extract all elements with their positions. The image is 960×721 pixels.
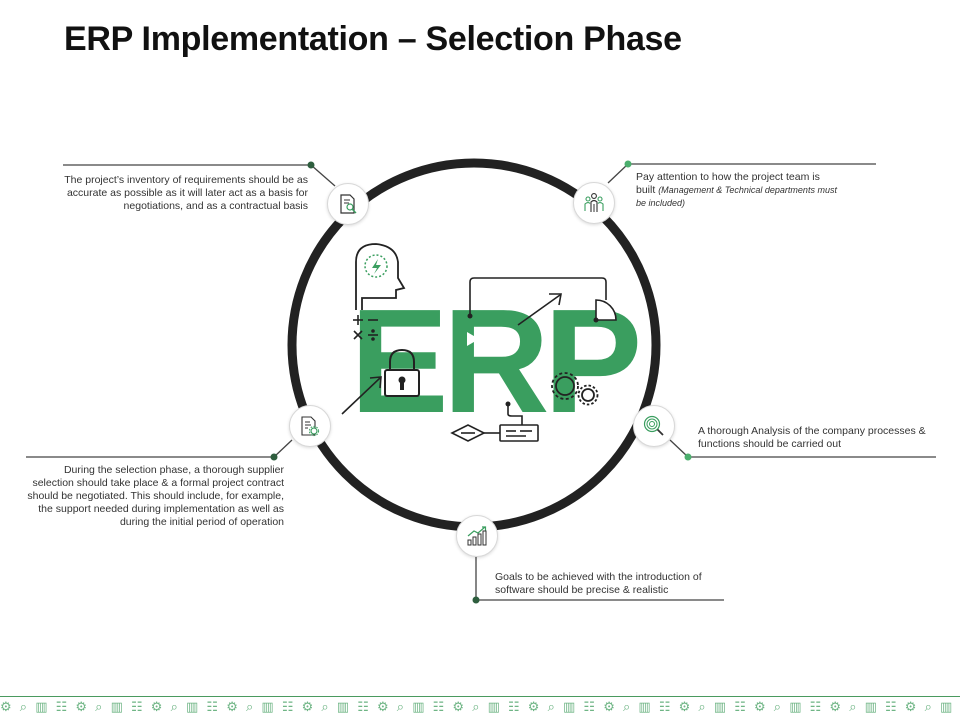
badge-top-left: [327, 183, 369, 225]
item-text-left: During the selection phase, a thorough s…: [27, 464, 284, 528]
contract-settings-icon: [301, 416, 320, 437]
growth-chart-icon: [467, 526, 487, 546]
erp-letters: ERP: [350, 279, 638, 444]
decorative-icon-strip: ⚙ ⌕ ▥ ☷ ⚙ ⌕ ▥ ☷ ⚙ ⌕ ▥ ☷ ⚙ ⌕ ▥ ☷ ⚙ ⌕ ▥ ☷ …: [0, 696, 960, 721]
flow-box: [499, 424, 539, 442]
circuit-line: [469, 277, 607, 316]
badge-bottom: [456, 515, 498, 557]
item-text-top-right-note: (Management & Technical departments must…: [636, 185, 837, 208]
team-icon: [584, 193, 604, 212]
item-text-top-right-main: Pay attention to how the project team is…: [636, 171, 820, 196]
connector-dot-top-right: [624, 160, 632, 168]
badge-right: [633, 405, 675, 447]
document-search-icon: [340, 194, 357, 214]
item-text-right: A thorough Analysis of the company proce…: [698, 425, 926, 450]
gears-icon: [551, 372, 599, 406]
connector-dot-bottom: [472, 596, 480, 604]
connector-bottom: [475, 557, 724, 601]
connector-left: [26, 439, 293, 458]
connector-dot-left: [270, 453, 278, 461]
item-text-top-right: Pay attention to how the project team is…: [636, 171, 840, 210]
play-icon: [467, 332, 479, 346]
item-text-top-left: The project’s inventory of requirements …: [64, 174, 308, 212]
connector-right: [669, 439, 936, 458]
lightning-icon: [372, 259, 381, 274]
pie-chart-icon: [593, 299, 617, 323]
target-magnifier-icon: [643, 415, 664, 436]
connector-dot-right: [684, 453, 692, 461]
padlock-icon: [384, 348, 420, 397]
arrow-up-right-mid: [517, 293, 562, 326]
badge-left: [289, 405, 331, 447]
head-silhouette: [355, 243, 406, 310]
page-title: ERP Implementation – Selection Phase: [64, 20, 682, 58]
item-text-bottom: Goals to be achieved with the introducti…: [495, 571, 702, 596]
lightning-circle: [364, 254, 388, 278]
flow-diamond: [450, 424, 500, 442]
connector-top-left: [63, 164, 336, 187]
flow-line: [507, 404, 523, 425]
math-symbols: [353, 315, 378, 341]
arrow-up-right-left: [341, 376, 382, 415]
erp-illustration: ERP: [341, 243, 644, 444]
connector-dot-top-left: [307, 161, 315, 169]
badge-top-right: [573, 182, 615, 224]
connector-top-right: [607, 163, 876, 184]
